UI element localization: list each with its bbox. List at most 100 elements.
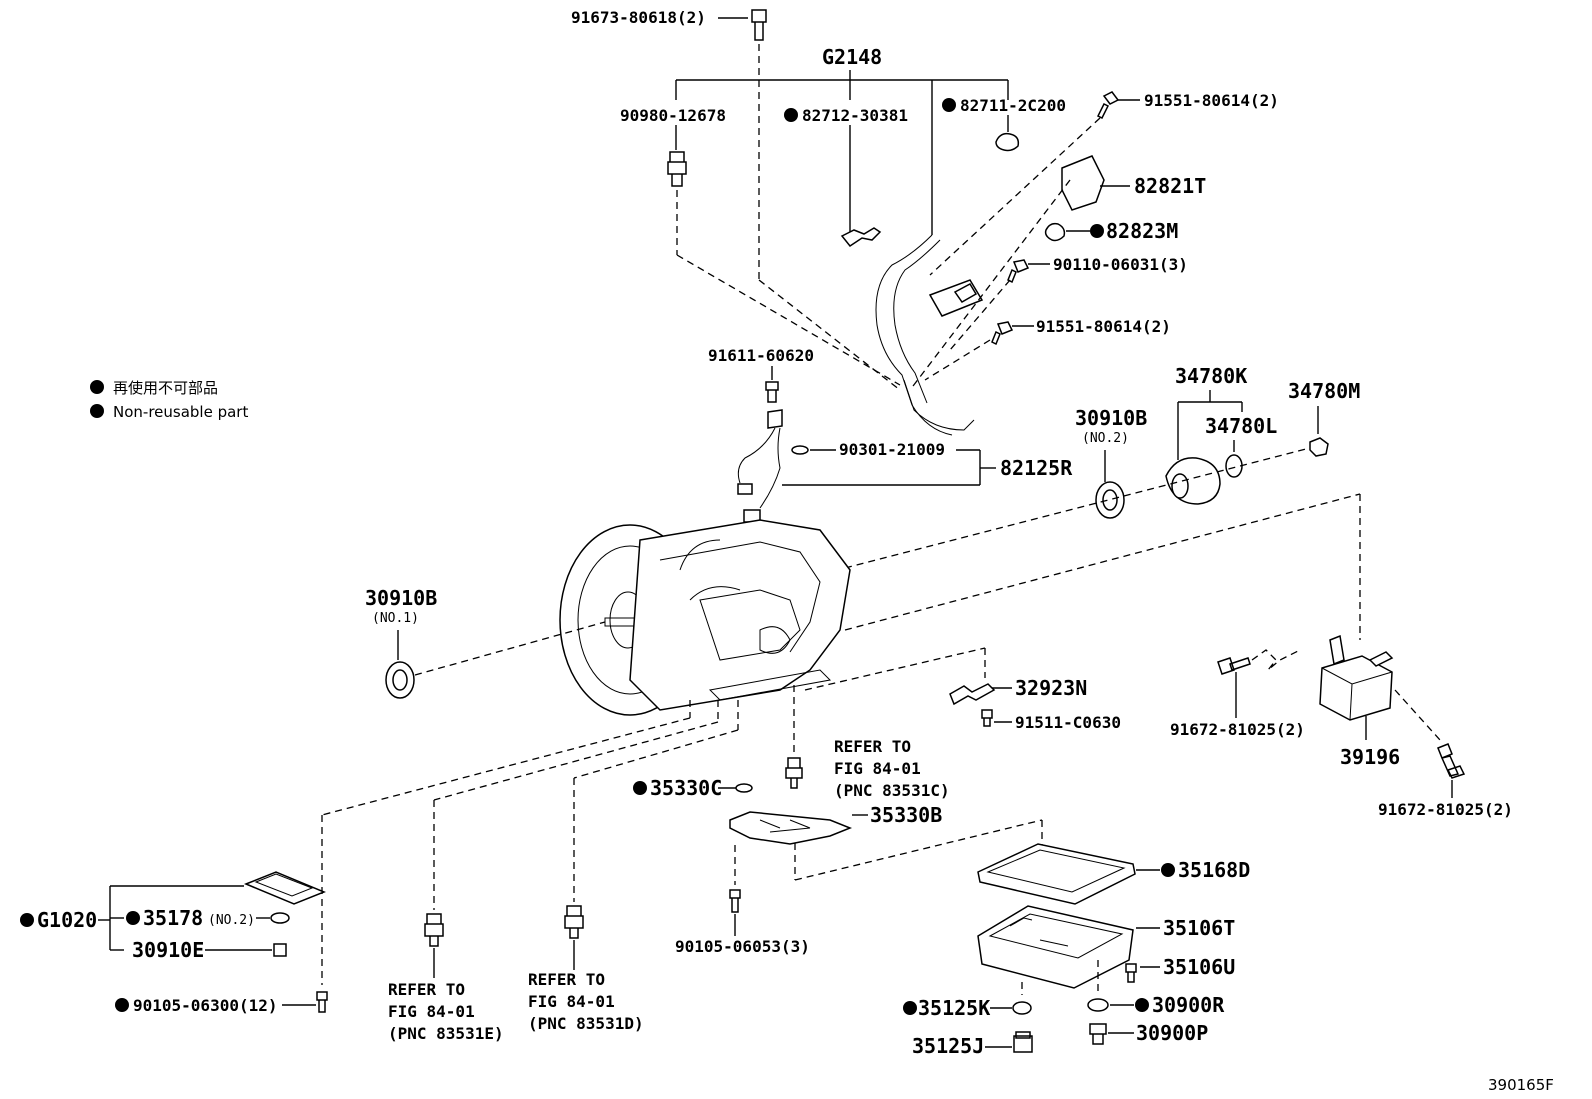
part-91673[interactable]: 91673-80618(2) [571, 8, 901, 391]
label-30900R: 30900R [1152, 993, 1225, 1017]
refer-c-line2: FIG 84-01 [834, 759, 921, 778]
refer-83531D[interactable]: REFER TO FIG 84-01 (PNC 83531D) [528, 700, 739, 1033]
label-35168D: 35168D [1178, 858, 1250, 882]
non-reusable-bullet [115, 998, 129, 1012]
part-35168D[interactable]: 35168D [977, 843, 1250, 905]
part-82821T[interactable]: 82821T [909, 155, 1206, 391]
label-91511-C0630: 91511-C0630 [1015, 713, 1121, 732]
part-35330B[interactable]: 35330B [729, 803, 1043, 881]
part-30910B-no1[interactable]: 30910B (NO.1) [365, 586, 606, 699]
part-30900R[interactable]: 30900R [1087, 960, 1225, 1017]
part-35106T[interactable]: 35106T [977, 905, 1235, 989]
part-91611[interactable]: 91611-60620 [708, 346, 814, 403]
figure-number: 390165F [1488, 1076, 1554, 1094]
clip-icon [1044, 222, 1066, 242]
non-reusable-bullet [126, 911, 140, 925]
label-90980-12678: 90980-12678 [620, 106, 726, 125]
damper-icon [1319, 655, 1393, 721]
non-reusable-bullet [903, 1001, 917, 1015]
group-G2148[interactable]: G2148 [675, 45, 1009, 235]
strainer-icon [729, 811, 853, 845]
part-35106U[interactable]: 35106U [1125, 955, 1235, 983]
part-32923N[interactable]: 32923N [804, 647, 1087, 706]
connector-icon [953, 283, 978, 303]
part-30910B-no2[interactable]: 30910B (NO.2) [1075, 406, 1147, 519]
part-90301[interactable]: 90301-21009 [791, 440, 945, 459]
legend-bullet-1 [90, 380, 104, 394]
plate-icon [244, 871, 326, 905]
part-82125R[interactable]: 82125R [782, 449, 1073, 486]
non-reusable-bullet [1090, 224, 1104, 238]
label-91551-80614-b: 91551-80614(2) [1036, 317, 1171, 336]
refer-83531E[interactable]: REFER TO FIG 84-01 (PNC 83531E) [388, 700, 719, 1043]
part-35178[interactable]: 35178 (NO.2) [110, 906, 290, 930]
non-reusable-bullet [633, 781, 647, 795]
gasket-icon [1087, 998, 1109, 1012]
bolt-icon [729, 889, 741, 913]
part-90110[interactable]: 90110-06031(3) [949, 255, 1188, 351]
label-35106T: 35106T [1163, 916, 1235, 940]
part-35125K[interactable]: 35125K [903, 982, 1032, 1020]
label-30900P: 30900P [1136, 1021, 1208, 1045]
refer-d-line1: REFER TO [528, 970, 605, 989]
plug-icon [273, 943, 287, 957]
label-32923N: 32923N [1015, 676, 1087, 700]
bolt-icon [316, 991, 328, 1013]
part-35125J[interactable]: 35125J [912, 1031, 1033, 1058]
o-ring-icon [270, 912, 290, 924]
label-35106U: 35106U [1163, 955, 1235, 979]
part-82823M[interactable]: 82823M [1044, 219, 1179, 243]
label-82712-30381: 82712-30381 [802, 106, 908, 125]
non-reusable-bullet [1161, 863, 1175, 877]
label-82125R: 82125R [1000, 456, 1073, 480]
bolt-icon [981, 709, 993, 727]
output-axis-line [844, 447, 1311, 569]
label-35330B: 35330B [870, 803, 942, 827]
label-82823M: 82823M [1106, 219, 1178, 243]
clip-icon [995, 132, 1020, 152]
part-30900P[interactable]: 30900P [1089, 1021, 1208, 1045]
non-reusable-bullet [1135, 998, 1149, 1012]
o-ring-icon [735, 783, 753, 793]
label-G2148: G2148 [822, 45, 882, 69]
label-35125K: 35125K [918, 996, 990, 1020]
bolt-icon [751, 9, 767, 41]
label-91673-80618: 91673-80618(2) [571, 8, 706, 27]
part-30910E[interactable]: 30910E [110, 938, 287, 962]
bracket-icon [949, 683, 996, 706]
o-ring-icon [791, 445, 809, 455]
refer-83531C[interactable]: REFER TO FIG 84-01 (PNC 83531C) [785, 685, 950, 800]
pan-gasket-icon [977, 843, 1136, 905]
refer-e-line3: (PNC 83531E) [388, 1024, 504, 1043]
bolt-icon [1125, 963, 1137, 983]
transmission-assembly [559, 519, 851, 716]
part-91672-a[interactable]: 91672-81025(2) [1170, 649, 1305, 739]
label-82711-2C200: 82711-2C200 [960, 96, 1066, 115]
sensor-icon [424, 913, 444, 947]
part-35330C[interactable]: 35330C [633, 776, 753, 800]
label-30910B-no1-sub: (NO.1) [372, 611, 419, 626]
part-34780L[interactable]: 34780L [1205, 414, 1277, 478]
part-34780M[interactable]: 34780M [1288, 379, 1360, 457]
part-91511[interactable]: 91511-C0630 [981, 709, 1121, 732]
part-34780K[interactable]: 34780K [1165, 364, 1247, 505]
part-91551-b[interactable]: 91551-80614(2) [924, 317, 1171, 381]
label-90105-06053: 90105-06053(3) [675, 937, 810, 956]
part-90105-06053[interactable]: 90105-06053(3) [675, 845, 810, 956]
part-82711[interactable]: 82711-2C200 [942, 96, 1066, 152]
non-reusable-bullet [20, 913, 34, 927]
label-82821T: 82821T [1134, 174, 1206, 198]
label-35330C: 35330C [650, 776, 722, 800]
part-39196[interactable]: 39196 [1319, 634, 1441, 769]
sensor-icon [564, 905, 584, 939]
part-G1020[interactable]: G1020 [20, 871, 326, 950]
nut-icon [1309, 437, 1329, 457]
part-82712[interactable]: 82712-30381 [784, 106, 908, 248]
part-90105-06300[interactable]: 90105-06300(12) [115, 991, 328, 1015]
part-91551-a[interactable]: 91551-80614(2) [929, 91, 1279, 276]
label-34780M: 34780M [1288, 379, 1360, 403]
label-30910B-no2: 30910B [1075, 406, 1147, 430]
dash-39196 [844, 493, 1361, 631]
part-91672-b[interactable]: 91672-81025(2) [1378, 743, 1513, 819]
part-90980[interactable]: 90980-12678 [620, 106, 901, 386]
